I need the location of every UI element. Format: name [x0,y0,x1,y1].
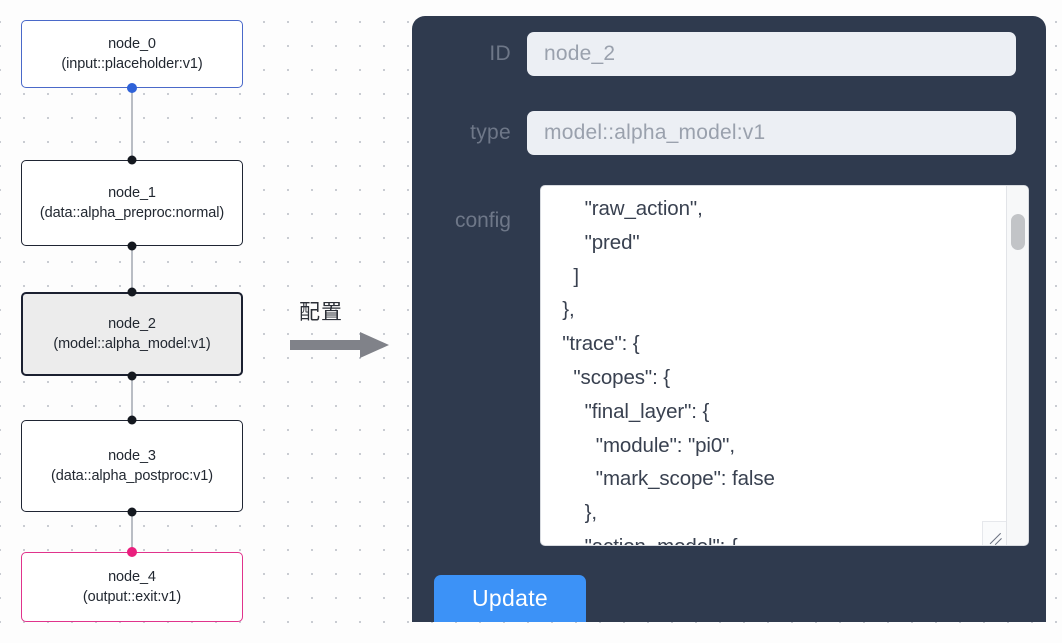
edge-node1-node2 [131,246,133,292]
port-node_1-in[interactable] [127,155,137,165]
port-node_2-out[interactable] [127,371,137,381]
graph-node-node_3[interactable]: node_3 (data::alpha_postproc:v1) [21,420,243,512]
graph-node-label: node_2 (model::alpha_model:v1) [53,316,211,352]
port-node_4-in[interactable] [127,547,137,557]
type-field-label: type [470,121,511,144]
graph-node-label: node_0 (input::placeholder:v1) [61,36,203,72]
graph-node-node_1[interactable]: node_1 (data::alpha_preproc:normal) [21,160,243,246]
graph-node-label: node_3 (data::alpha_postproc:v1) [51,448,213,484]
edge-node3-node4 [131,512,133,552]
port-node_2-in[interactable] [127,287,137,297]
graph-node-label: node_1 (data::alpha_preproc:normal) [39,185,225,221]
port-node_1-out[interactable] [127,241,137,251]
id-input[interactable] [527,32,1016,76]
annotation-label: 配置 [299,300,343,324]
graph-node-node_4[interactable]: node_4 (output::exit:v1) [21,552,243,622]
port-node_0-out[interactable] [127,83,137,93]
update-button[interactable]: Update [434,575,586,622]
node-config-panel: ID type config "raw_action", "pred" ] },… [412,16,1046,622]
configure-annotation: 配置 [290,296,395,358]
graph-node-node_2[interactable]: node_2 (model::alpha_model:v1) [21,292,243,376]
id-field-row: ID [412,32,1046,76]
config-scrollbar-thumb[interactable] [1011,214,1025,250]
config-textarea[interactable]: "raw_action", "pred" ] }, "trace": { "sc… [540,185,1029,546]
edge-node0-node1 [131,88,133,160]
type-field-row: type [412,111,1046,155]
config-scrollbar[interactable] [1006,186,1028,545]
port-node_3-out[interactable] [127,507,137,517]
config-textarea-content[interactable]: "raw_action", "pred" ] }, "trace": { "sc… [562,197,775,545]
right-arrow-icon [290,332,389,358]
graph-node-node_0[interactable]: node_0 (input::placeholder:v1) [21,20,243,88]
id-field-label: ID [489,42,511,65]
config-field-label: config [454,209,511,232]
edge-node2-node3 [131,376,133,420]
type-input[interactable] [527,111,1016,155]
resize-grip-icon[interactable] [982,521,1006,545]
graph-node-label: node_4 (output::exit:v1) [82,569,182,605]
port-node_3-in[interactable] [127,415,137,425]
